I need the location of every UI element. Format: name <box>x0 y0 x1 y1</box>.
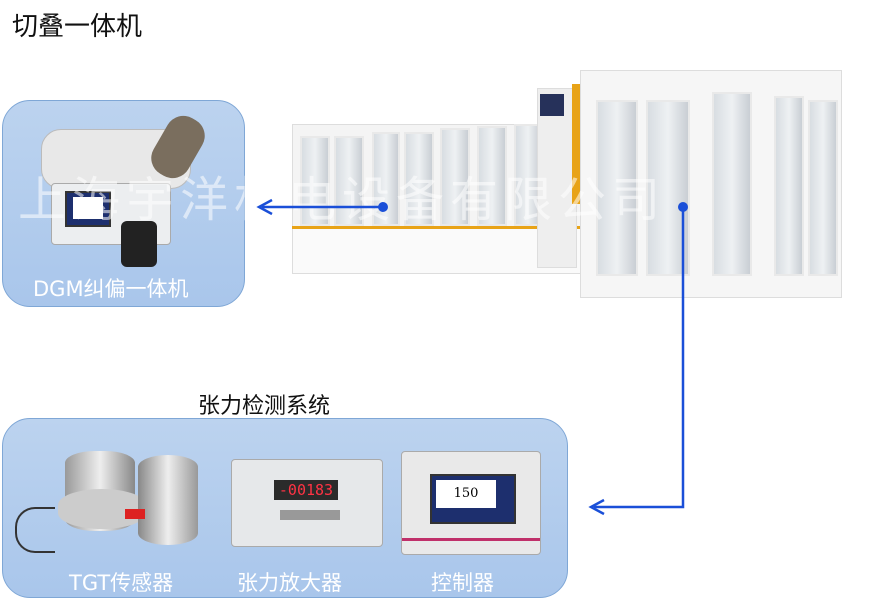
controller-display: 150 <box>436 480 496 508</box>
page-title: 切叠一体机 <box>12 12 143 42</box>
amplifier-display: -00183 <box>274 480 338 500</box>
arrow-to-dgm <box>256 198 383 216</box>
controller-image: 150 <box>401 451 541 555</box>
connector-dot <box>678 202 688 212</box>
dgm-panel: DGM纠偏一体机 <box>2 100 245 307</box>
dgm-label: DGM纠偏一体机 <box>33 277 189 301</box>
tension-system-title: 张力检测系统 <box>198 394 331 419</box>
tension-system-panel: TGT传感器 -00183 张力放大器 150 控制器 <box>2 418 568 598</box>
arrow-to-tension-system <box>588 207 685 516</box>
controller-label: 控制器 <box>431 571 494 595</box>
tgt-sensor-label: TGT传感器 <box>69 571 174 595</box>
tension-amplifier-label: 张力放大器 <box>237 571 342 595</box>
tension-amplifier-image: -00183 <box>231 459 383 547</box>
connector-dot <box>378 202 388 212</box>
